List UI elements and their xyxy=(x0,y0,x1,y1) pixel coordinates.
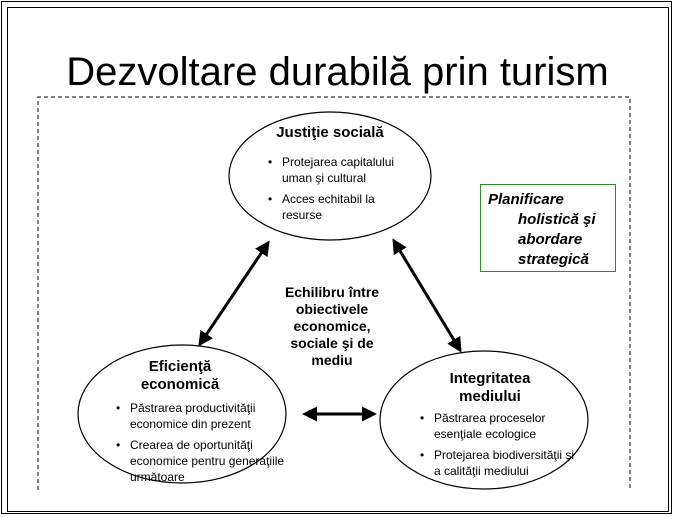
environment-bullet: Protejarea biodiversităţii şi a calităţi… xyxy=(420,447,580,479)
social-environment-arrow xyxy=(392,238,462,353)
economic-efficiency-bullets: Păstrarea productivităţii economice din … xyxy=(116,400,300,490)
social-bullet: Protejarea capitalului uman şi cultural xyxy=(268,154,408,186)
planning-line: strategică xyxy=(518,251,589,268)
social-economic-arrow xyxy=(198,240,270,347)
environment-bullet: Păstrarea proceselor esenţiale ecologice xyxy=(420,410,580,442)
balance-line: Echilibru între xyxy=(284,284,380,300)
economic-title-line2: economică xyxy=(140,376,220,393)
balance-line: mediu xyxy=(311,352,353,368)
social-justice-bullets: Protejarea capitalului uman şi cultural … xyxy=(268,154,408,228)
environmental-integrity-title: Integritatea mediului xyxy=(420,370,560,406)
slide-title: Dezvoltare durabilă prin turism xyxy=(66,50,609,94)
balance-text: Echilibru între obiectivele economice, s… xyxy=(278,284,386,369)
planning-line: Planificare xyxy=(488,191,564,208)
holistic-planning-box xyxy=(480,184,616,272)
dashed-content-area xyxy=(37,96,631,490)
economic-bullet: Păstrarea productivităţii economice din … xyxy=(116,400,300,432)
environment-title-line1: Integritatea xyxy=(449,370,531,387)
economic-bullet: Crearea de oportunităţi economice pentru… xyxy=(116,437,300,485)
slide-shadow-frame xyxy=(7,7,669,512)
social-justice-title: Justiţie socială xyxy=(276,124,384,141)
balance-line: obiectivele xyxy=(295,301,369,317)
economic-efficiency-title: Eficienţă economică xyxy=(110,358,250,394)
planning-line: abordare xyxy=(518,231,583,248)
environment-title-line2: mediului xyxy=(459,388,521,405)
balance-line: economice, xyxy=(293,318,371,334)
environmental-integrity-bullets: Păstrarea proceselor esenţiale ecologice… xyxy=(420,410,580,484)
balance-line: sociale şi de xyxy=(290,335,374,351)
economic-title-line1: Eficienţă xyxy=(148,358,212,375)
holistic-planning-text: Planificare holistică şi abordare strate… xyxy=(488,190,608,270)
social-bullet: Acces echitabil la resurse xyxy=(268,191,408,223)
planning-line: holistică şi xyxy=(518,211,596,228)
